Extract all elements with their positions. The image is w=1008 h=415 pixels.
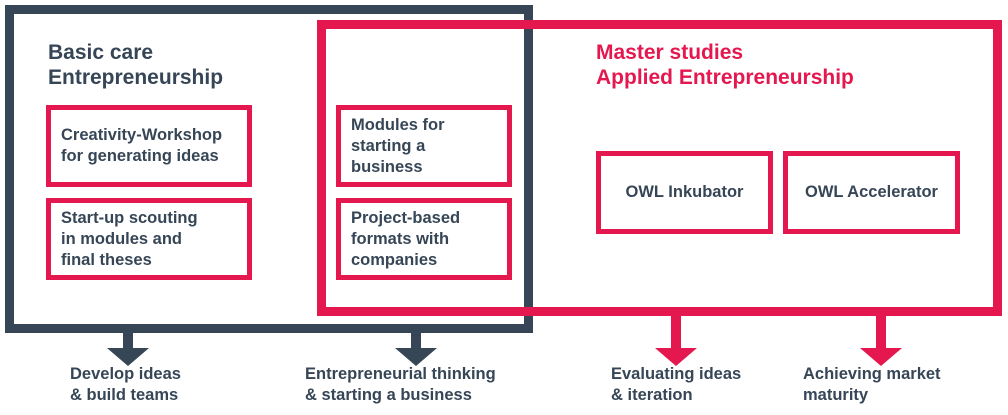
startup-scouting-box: Start-up scouting in modules and final t… [46, 198, 252, 280]
outcome-entrepreneurial-thinking: Entrepreneurial thinking & starting a bu… [305, 365, 496, 404]
creativity-workshop-box: Creativity-Workshop for generating ideas [46, 105, 252, 187]
project-based-formats-box: Project-based formats with companies [336, 198, 512, 280]
modules-business-box: Modules for starting a business [336, 105, 512, 187]
owl-inkubator-box: OWL Inkubator [596, 151, 773, 234]
arrow-down-icon [860, 314, 902, 366]
owl-accelerator-box: OWL Accelerator [783, 151, 960, 234]
arrow-down-icon [395, 330, 437, 366]
outcome-evaluating-ideas: Evaluating ideas & iteration [611, 365, 742, 404]
basic-care-title: Basic care Entrepreneurship [48, 41, 224, 89]
outcome-market-maturity: Achieving market maturity [803, 365, 941, 404]
basic-care-frame [5, 5, 533, 333]
master-studies-title: Master studies Applied Entrepreneurship [596, 41, 854, 89]
outcome-develop-ideas: Develop ideas & build teams [70, 365, 181, 404]
arrow-down-icon [107, 330, 149, 366]
master-studies-frame [317, 20, 1002, 316]
arrow-down-icon [655, 314, 697, 366]
